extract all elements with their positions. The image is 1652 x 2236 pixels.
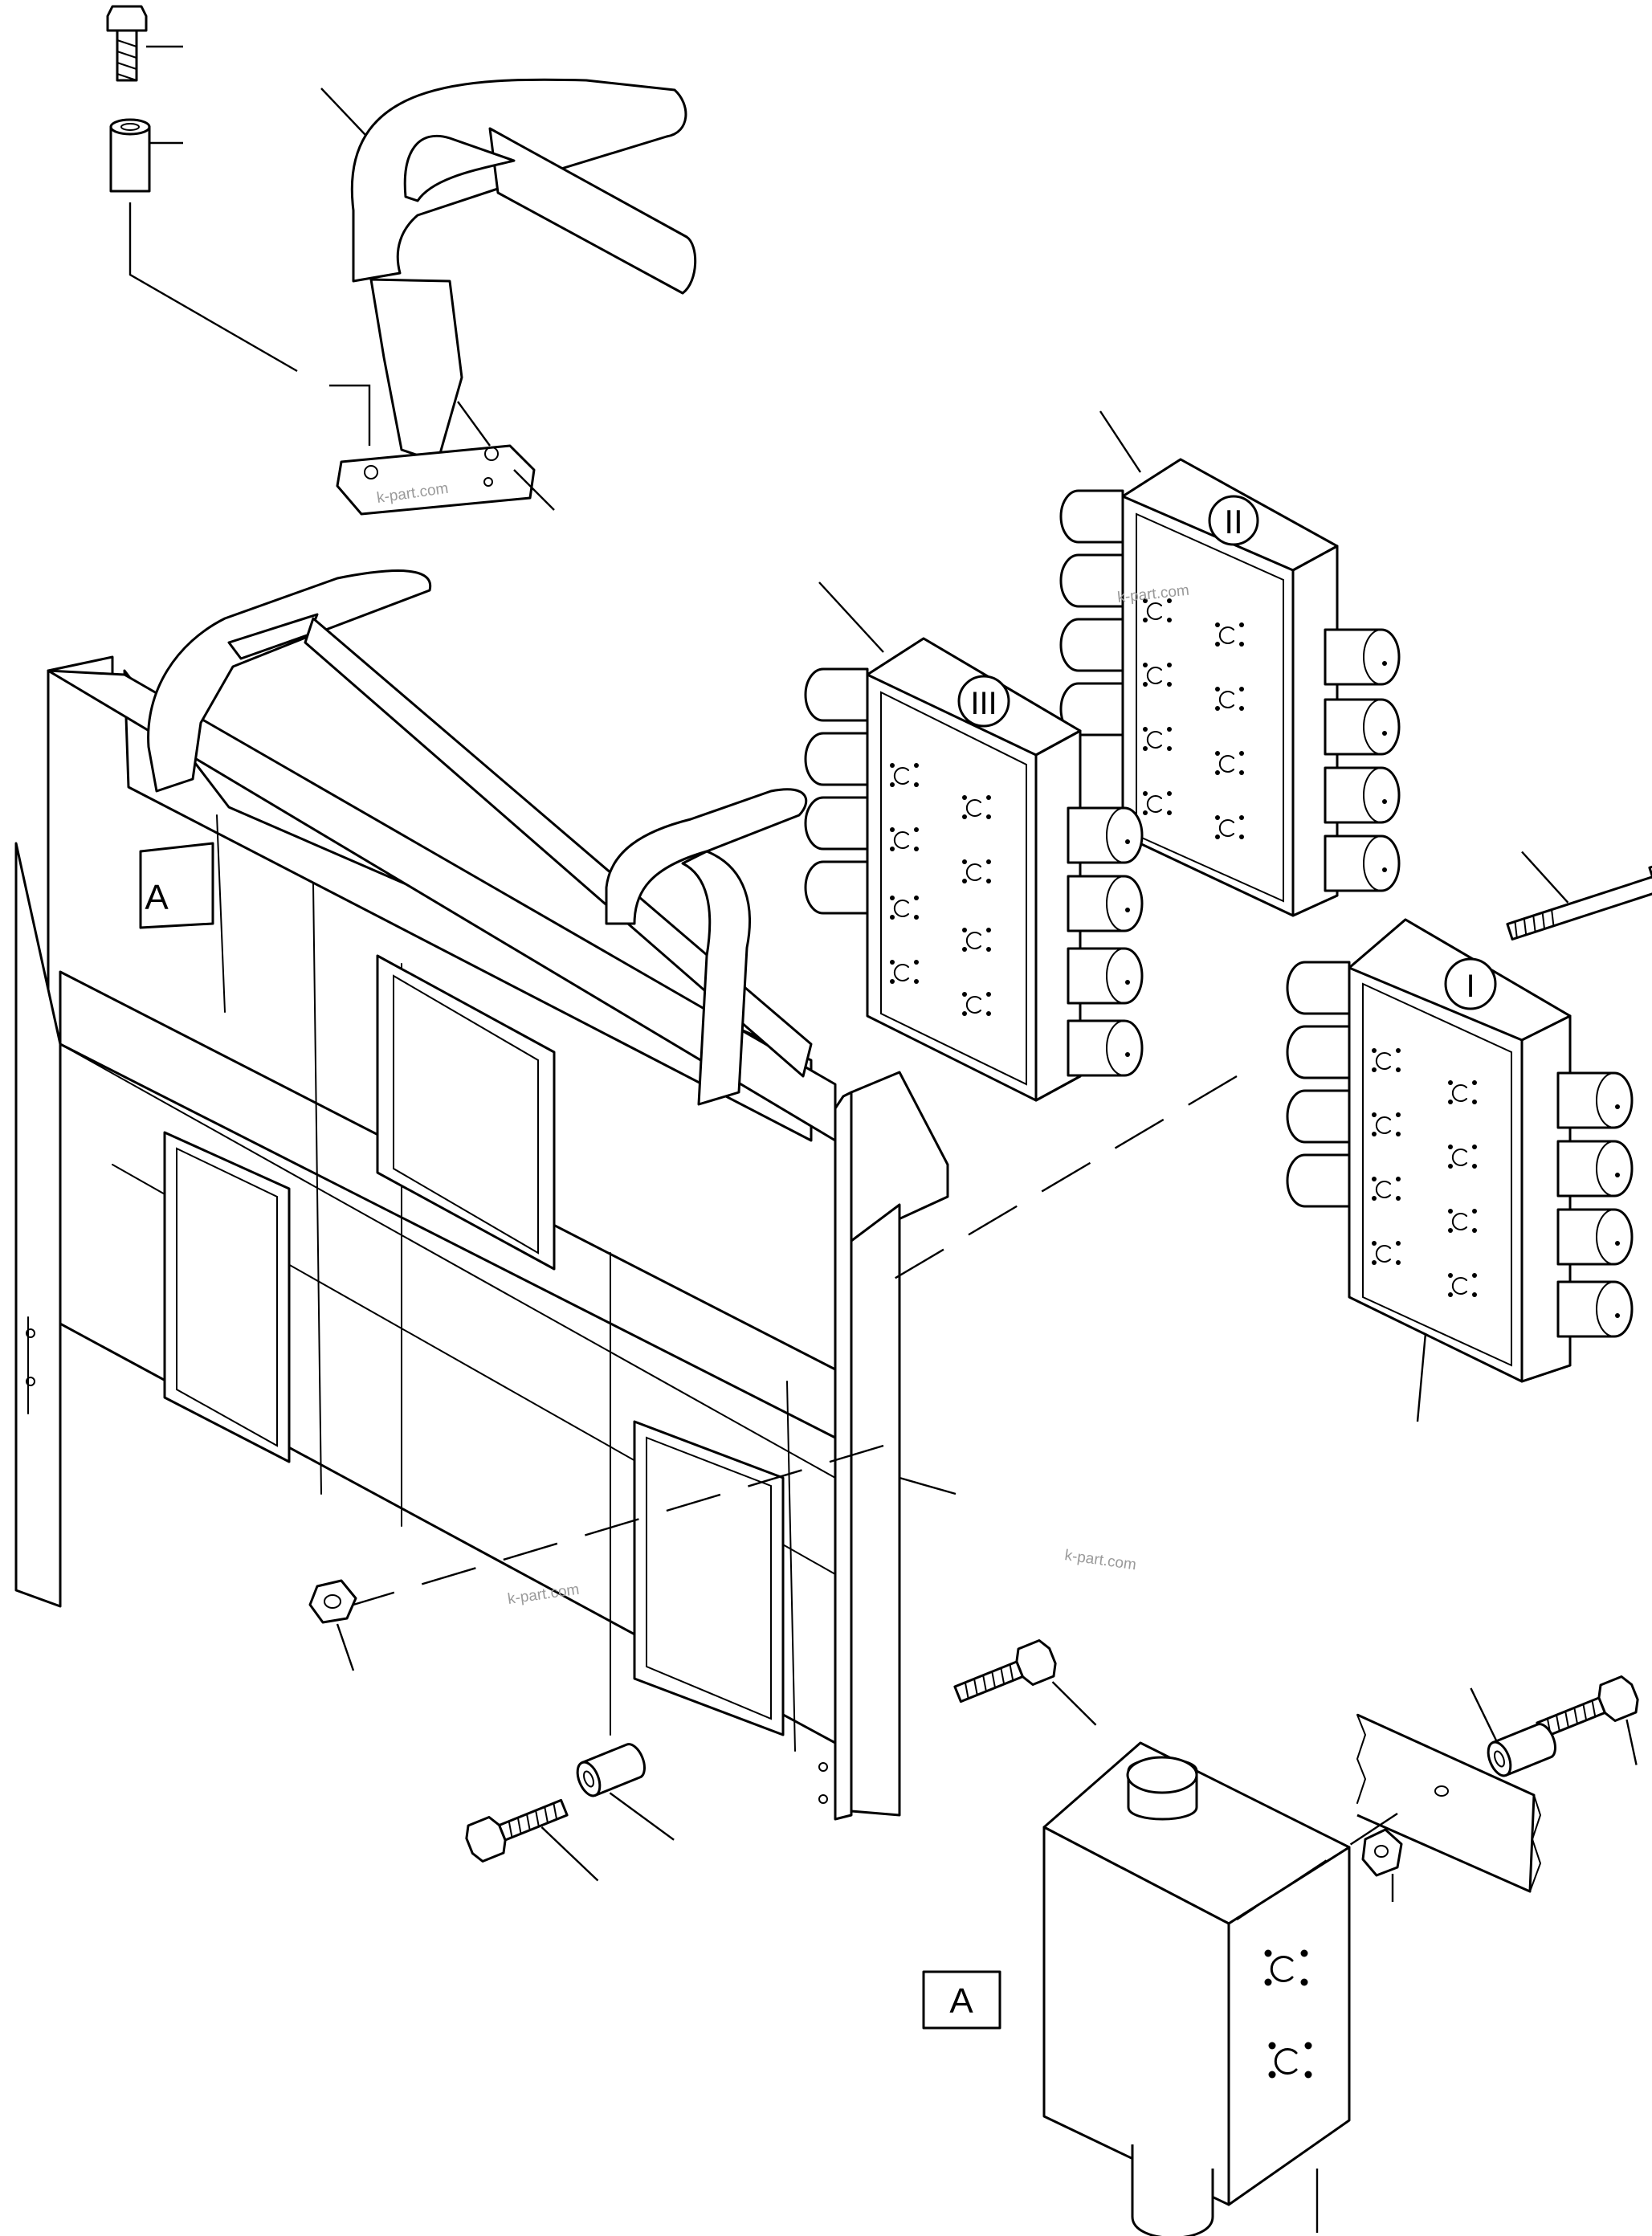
handle-bracket-assembly: k-part.com bbox=[106, 5, 697, 516]
detail-marker-callout: A bbox=[922, 1970, 1001, 2030]
valve-1-label: I bbox=[1466, 969, 1475, 1004]
control-valve-block-1: I bbox=[1286, 918, 1634, 1422]
frame-nut bbox=[308, 1579, 357, 1671]
frame-bolt-lower bbox=[461, 1788, 599, 1882]
bracket-sleeve bbox=[109, 118, 298, 373]
valve-mounting-frame: A bbox=[14, 655, 949, 1821]
frame-bolt-upper bbox=[949, 1637, 1097, 1726]
watermark-4: k-part.com bbox=[1063, 1547, 1137, 1573]
detail-a-mount-plate bbox=[1236, 1713, 1542, 1921]
valve-stack-bolt bbox=[1506, 851, 1652, 941]
detail-a-nut bbox=[1361, 1828, 1403, 1902]
control-valve-block-3: III bbox=[804, 581, 1144, 1102]
control-valve-block-2: II bbox=[1059, 410, 1401, 917]
frame-spacer bbox=[572, 1740, 675, 1841]
valve-3-label: III bbox=[970, 686, 997, 721]
frame-handles bbox=[147, 569, 813, 1106]
detail-a-valve-block bbox=[1042, 1741, 1351, 2236]
detail-marker-frame: A bbox=[145, 878, 169, 917]
detail-a-label: A bbox=[949, 1981, 973, 2021]
valve-2-label: II bbox=[1224, 503, 1242, 541]
assembly-center-lines bbox=[320, 1075, 1238, 1616]
detail-a-bolt bbox=[1532, 1673, 1643, 1765]
bracket-bolt bbox=[106, 5, 183, 82]
detail-a-spacer bbox=[1470, 1687, 1561, 1781]
handle-bracket: k-part.com bbox=[320, 78, 697, 516]
